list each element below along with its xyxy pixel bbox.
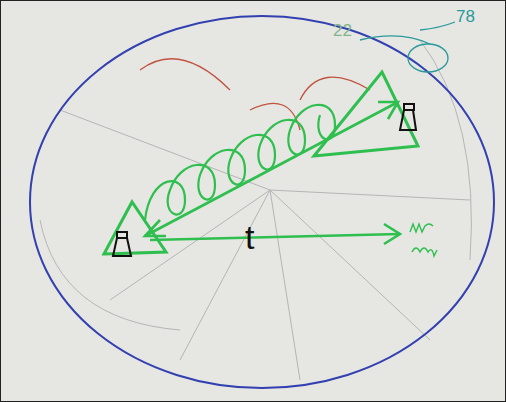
squiggle-note (410, 224, 437, 256)
right-triangle (314, 72, 418, 156)
left-figure (113, 232, 131, 256)
construction-lines (40, 40, 471, 380)
teal-marks (360, 22, 455, 72)
time-label: t (245, 220, 254, 254)
right-figure (400, 104, 416, 130)
horizontal-arrow (150, 224, 400, 244)
spring-coil (145, 105, 335, 220)
faint-number: 22 (333, 22, 352, 39)
callout-number: 78 (456, 8, 475, 25)
diagonal-arrow (145, 102, 398, 236)
left-triangle (104, 202, 166, 254)
blue-ellipse (30, 16, 494, 388)
